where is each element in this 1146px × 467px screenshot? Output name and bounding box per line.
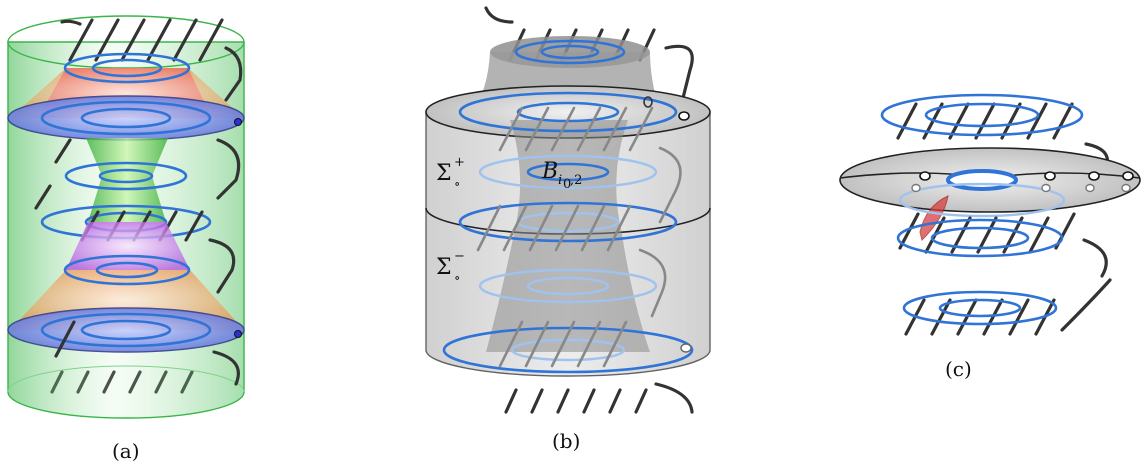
panel-b-strands-through [476, 106, 682, 368]
svg-text:+: + [454, 155, 465, 170]
label-sigma-minus: Σ − ∘ [436, 249, 465, 286]
lower-ring-top-inner [95, 261, 159, 279]
puncture-loop [680, 343, 692, 353]
label-sigma-plus: Σ + ∘ [436, 155, 465, 192]
puncture-loop [643, 96, 653, 108]
panel-b: Σ + ∘ Σ − ∘ B i 0 ,2 (b) [425, 6, 711, 453]
cylinder-bottom-rim [7, 365, 245, 393]
upper-ring-inner [91, 58, 163, 78]
panel-a-strands-top [60, 18, 243, 102]
panel-c: (c) [839, 93, 1141, 381]
svg-text:B: B [541, 159, 558, 184]
caption-a: (a) [112, 439, 140, 463]
lower-disk-ring-outer [40, 312, 212, 348]
puncture-loop [1044, 171, 1056, 181]
middle-ring-upper [64, 161, 188, 191]
svg-text:0: 0 [563, 177, 571, 192]
funnel-ring [514, 39, 626, 65]
svg-text:i: i [558, 173, 562, 188]
b-ring-4-inner [526, 276, 610, 296]
puncture-loop [1088, 171, 1100, 181]
caption-c: (c) [945, 357, 972, 381]
puncture-loop [1121, 183, 1131, 193]
c-ring-disk-outer [898, 182, 1066, 218]
lower-ring-top [63, 254, 191, 286]
puncture-dot [234, 330, 242, 338]
puncture-loop [1122, 171, 1134, 181]
central-gray-tube [486, 120, 650, 352]
puncture-dot [234, 118, 242, 126]
b-ring-4-outer [478, 268, 658, 304]
c-ring-bottom-inner [938, 298, 1022, 318]
caption-b: (b) [552, 429, 580, 453]
puncture-loop [919, 171, 931, 181]
panel-b-strands-bottom [504, 382, 694, 414]
b-ring-3-outer [458, 201, 678, 243]
svg-text:∘: ∘ [454, 271, 460, 286]
label-B-i0-2: B i 0 ,2 [541, 159, 582, 192]
puncture-loop [911, 183, 921, 193]
c-ring-mid-outer [896, 218, 1064, 258]
green-hourglass-cone [86, 138, 168, 176]
puncture-loop [1085, 183, 1095, 193]
b-ring-1-outer [458, 91, 678, 133]
upper-disk-ring-outer [40, 100, 212, 136]
c-ring-top-outer [880, 93, 1084, 137]
panel-a-strands-lower [54, 320, 240, 386]
middle-ring-upper-inner [98, 168, 154, 184]
c-ring-top-inner [924, 102, 1040, 128]
b-ring-2-inner [526, 162, 610, 182]
puncture-loop [1041, 183, 1051, 193]
upper-ring-top [63, 52, 191, 84]
upper-disk-ring-inner [80, 107, 172, 129]
svg-text:,2: ,2 [570, 173, 582, 188]
funnel-ring-inner [540, 44, 600, 60]
c-ring-mid-inner [930, 226, 1030, 250]
lower-disk-ring-inner [80, 319, 172, 341]
c-ring-bottom-outer [902, 290, 1058, 326]
svg-text:Σ: Σ [436, 255, 452, 280]
panel-c-strands-bottom [904, 278, 1112, 336]
svg-text:−: − [454, 249, 465, 264]
panel-a: (a) [7, 15, 245, 463]
b-ring-5-outer [442, 326, 694, 374]
center-hole-ring [946, 169, 1018, 191]
svg-text:Σ: Σ [436, 161, 452, 186]
red-disk [919, 195, 949, 241]
b-ring-5-inner [510, 338, 626, 362]
svg-text:∘: ∘ [454, 177, 460, 192]
b-ring-2-outer [478, 154, 658, 190]
puncture-loop [678, 111, 690, 121]
